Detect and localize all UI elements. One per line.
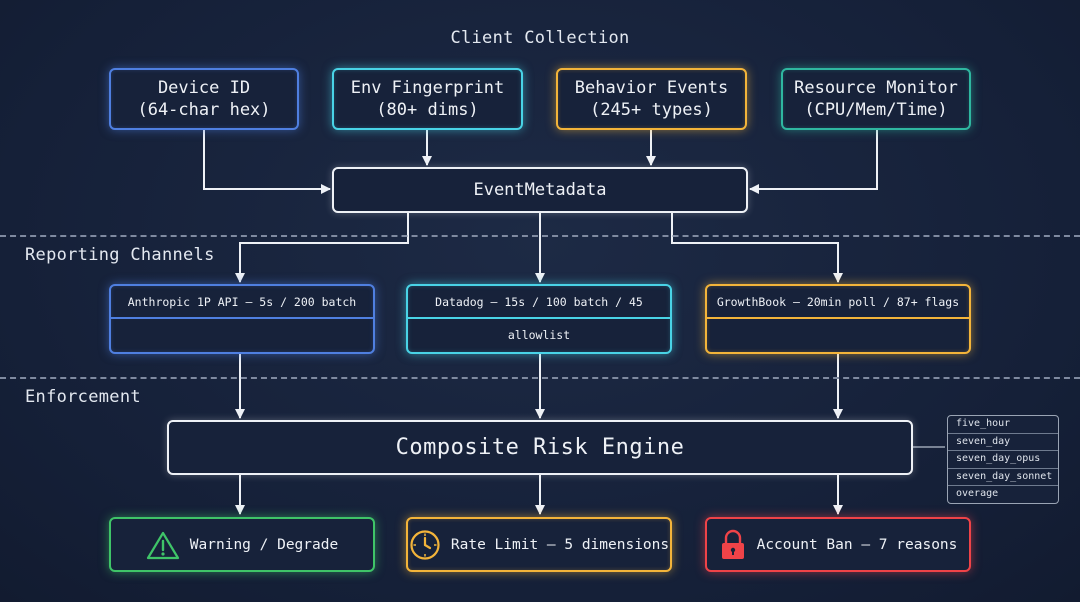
arrow-to-growthbook <box>671 213 843 283</box>
arrow-resource-monitor <box>749 130 878 194</box>
source-title: Device ID <box>157 78 251 98</box>
source-resource-monitor: Resource Monitor (CPU/Mem/Time) <box>781 68 971 130</box>
arrow-to-anthropic <box>235 213 409 283</box>
engine-label: Composite Risk Engine <box>395 435 685 460</box>
dimension-item: overage <box>956 488 999 500</box>
section-title-enforcement: Enforcement <box>25 387 141 407</box>
rate-limit-dimensions-list: five_hour seven_day seven_day_opus seven… <box>947 415 1059 504</box>
warning-triangle-icon <box>146 531 179 559</box>
section-title-client-collection: Client Collection <box>450 28 630 48</box>
outcome-label: Account Ban — 7 reasons <box>756 536 958 553</box>
outcome-label: Warning / Degrade <box>189 536 339 553</box>
outcome-account-ban: Account Ban — 7 reasons <box>705 517 971 572</box>
outcome-rate-limit: Rate Limit — 5 dimensions <box>406 517 672 572</box>
source-subtitle: (CPU/Mem/Time) <box>804 100 948 120</box>
clock-icon <box>410 529 440 560</box>
outcome-warning-degrade: Warning / Degrade <box>109 517 375 572</box>
source-title: Env Fingerprint <box>350 78 505 98</box>
source-title: Behavior Events <box>574 78 729 98</box>
channel-label: Datadog — 15s / 100 batch / 45 allowlist <box>408 286 670 342</box>
dimension-item: seven_day <box>948 434 1058 452</box>
source-behavior-events: Behavior Events (245+ types) <box>556 68 747 130</box>
channel-anthropic-1p: Anthropic 1P API — 5s / 200 batch <box>109 284 375 354</box>
section-title-reporting-channels: Reporting Channels <box>25 245 215 265</box>
channel-datadog: Datadog — 15s / 100 batch / 45 allowlist <box>406 284 672 354</box>
event-metadata-node: EventMetadata <box>332 167 748 213</box>
event-metadata-label: EventMetadata <box>473 180 607 200</box>
dimension-item: seven_day_sonnet <box>948 469 1058 487</box>
separator-enforcement <box>0 377 1080 379</box>
source-subtitle: (245+ types) <box>590 100 713 120</box>
outcome-label: Rate Limit — 5 dimensions <box>450 536 670 553</box>
composite-risk-engine: Composite Risk Engine <box>167 420 913 475</box>
source-title: Resource Monitor <box>794 78 958 98</box>
channel-label: GrowthBook — 20min poll / 87+ flags <box>707 286 969 319</box>
source-subtitle: (64-char hex) <box>137 100 271 120</box>
dimension-item: five_hour <box>948 416 1058 434</box>
channel-label: Anthropic 1P API — 5s / 200 batch <box>111 286 373 319</box>
source-subtitle: (80+ dims) <box>376 100 479 120</box>
separator-reporting <box>0 235 1080 237</box>
source-env-fingerprint: Env Fingerprint (80+ dims) <box>332 68 523 130</box>
lock-icon <box>721 529 744 559</box>
dimension-item: seven_day_opus <box>948 451 1058 469</box>
source-device-id: Device ID (64-char hex) <box>109 68 299 130</box>
arrow-device-id <box>203 130 331 194</box>
channel-growthbook: GrowthBook — 20min poll / 87+ flags <box>705 284 971 354</box>
